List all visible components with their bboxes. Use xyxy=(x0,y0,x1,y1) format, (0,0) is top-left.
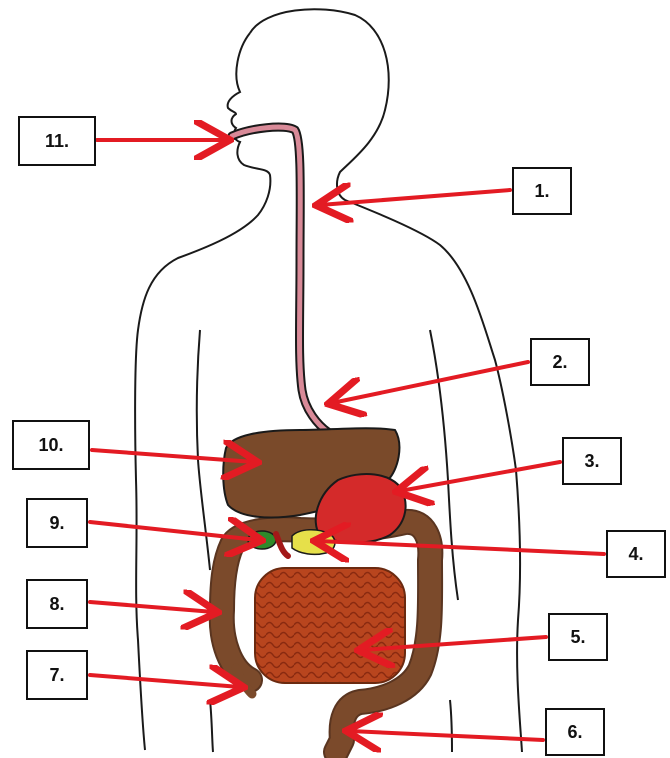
right-side-outline xyxy=(516,470,522,752)
label-7-text: 7. xyxy=(49,665,64,686)
arrow-6 xyxy=(350,731,543,740)
esophagus-fill xyxy=(232,127,328,432)
hip-left-line xyxy=(210,700,213,752)
hip-right-line xyxy=(450,700,452,752)
label-box-1: 1. xyxy=(512,167,572,215)
label-box-5: 5. xyxy=(548,613,608,661)
label-box-11: 11. xyxy=(18,116,96,166)
esophagus xyxy=(232,127,328,432)
arrow-3 xyxy=(400,462,560,491)
arrow-2 xyxy=(332,362,528,403)
label-3-text: 3. xyxy=(584,451,599,472)
arrow-4 xyxy=(318,541,604,554)
small-intestine xyxy=(255,568,405,683)
arrow-1 xyxy=(320,190,510,205)
label-4-text: 4. xyxy=(628,544,643,565)
label-box-7: 7. xyxy=(26,650,88,700)
head-outline xyxy=(250,9,516,470)
label-box-10: 10. xyxy=(12,420,90,470)
label-10-text: 10. xyxy=(38,435,63,456)
label-box-4: 4. xyxy=(606,530,666,578)
label-11-text: 11. xyxy=(45,131,69,152)
label-box-2: 2. xyxy=(530,338,590,386)
label-box-6: 6. xyxy=(545,708,605,756)
label-box-9: 9. xyxy=(26,498,88,548)
label-5-text: 5. xyxy=(570,627,585,648)
label-8-text: 8. xyxy=(49,594,64,615)
label-2-text: 2. xyxy=(552,352,567,373)
label-box-8: 8. xyxy=(26,579,88,629)
label-9-text: 9. xyxy=(49,513,64,534)
label-1-text: 1. xyxy=(534,181,549,202)
label-box-3: 3. xyxy=(562,437,622,485)
label-6-text: 6. xyxy=(567,722,582,743)
arrow-7 xyxy=(90,675,240,687)
arrow-8 xyxy=(90,602,214,612)
